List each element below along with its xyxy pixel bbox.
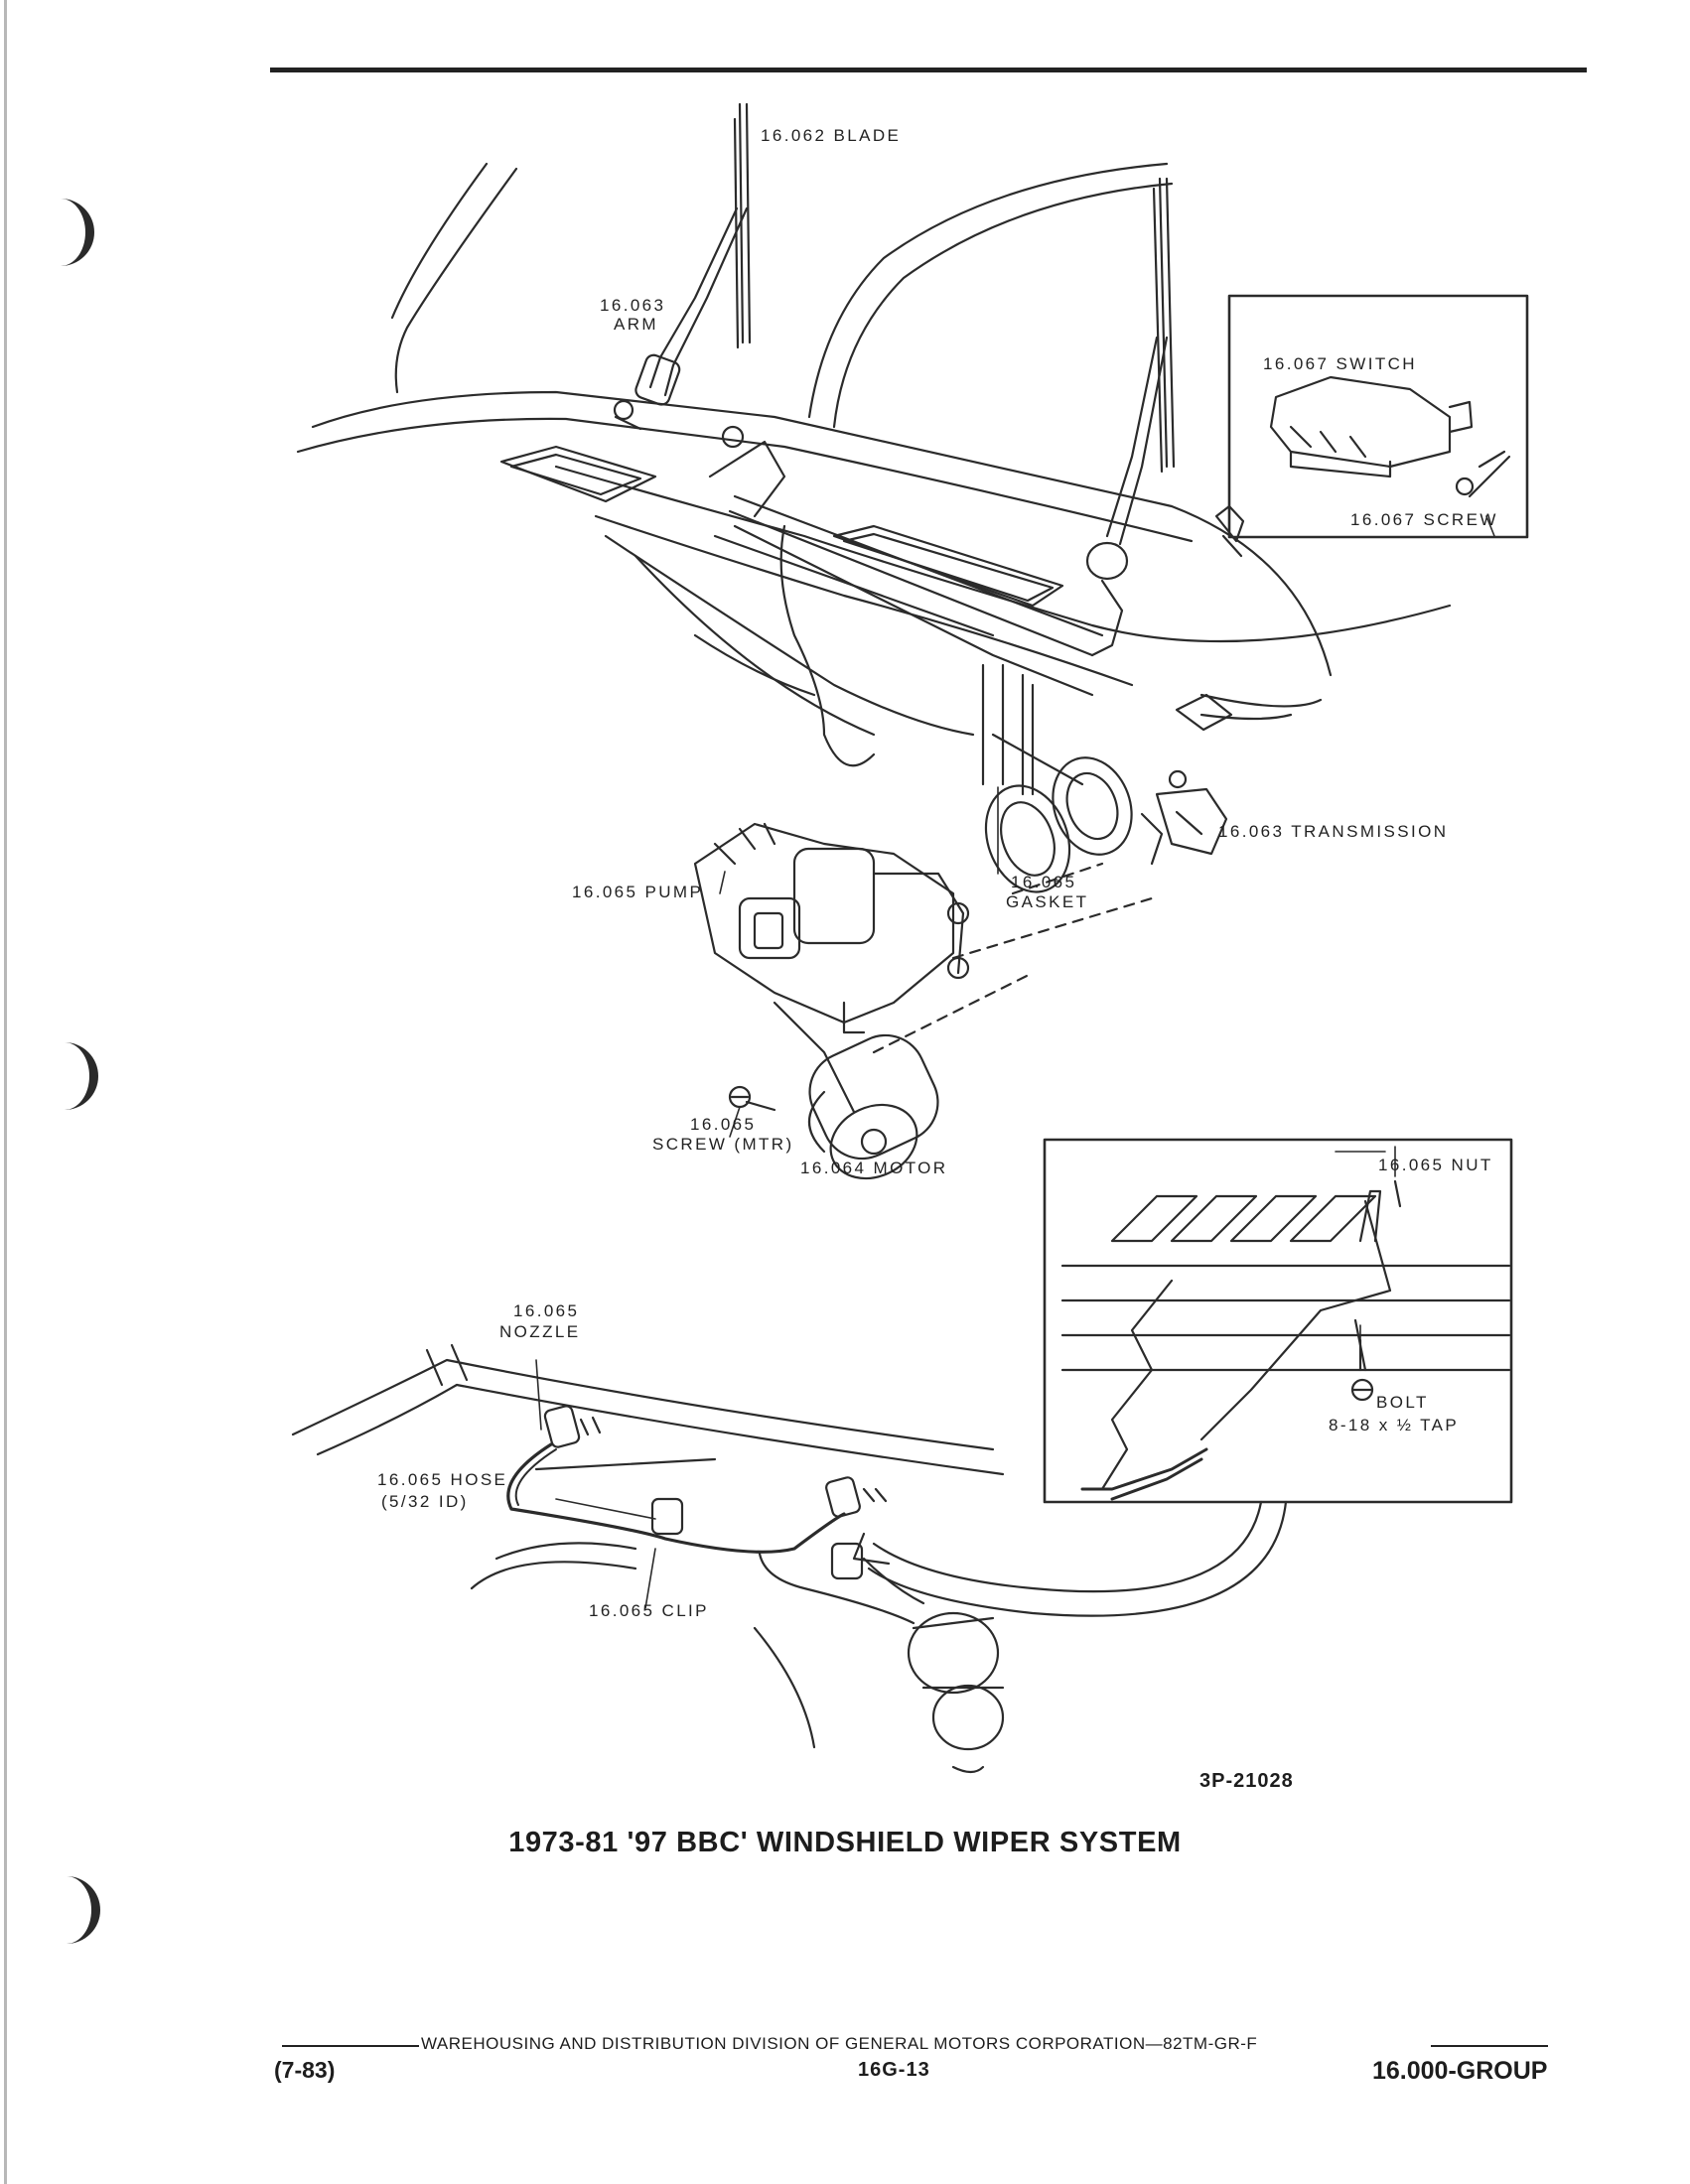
callout-nozzle-name: NOZZLE bbox=[499, 1322, 581, 1341]
transmission-bracket bbox=[1140, 769, 1228, 866]
callout-gasket-name: GASKET bbox=[1006, 892, 1089, 911]
figure-id: 3P-21028 bbox=[1199, 1770, 1294, 1792]
footer-group: 16.000-GROUP bbox=[1372, 2057, 1548, 2085]
callout-bolt-tap: 8-18 x ½ TAP bbox=[1329, 1416, 1460, 1434]
right-blade-and-arm bbox=[1085, 177, 1176, 657]
wiper-system-illustration bbox=[291, 102, 1529, 1774]
drive-shaft bbox=[981, 663, 1084, 796]
wiper-linkage bbox=[708, 425, 1104, 697]
binder-hole-bottom bbox=[54, 1876, 100, 1944]
page-footer: WAREHOUSING AND DISTRIBUTION DIVISION OF… bbox=[274, 2025, 1565, 2095]
callout-clip: 16.065 CLIP bbox=[589, 1601, 709, 1620]
footer-date: (7-83) bbox=[274, 2057, 336, 2083]
motor-screw bbox=[728, 1085, 776, 1112]
footer-rule-right bbox=[1431, 2045, 1548, 2047]
callout-motor-screw-name: SCREW (MTR) bbox=[652, 1135, 794, 1154]
left-blade-and-arm bbox=[613, 102, 752, 431]
nut-bolt-inset bbox=[1043, 1138, 1513, 1504]
pump-motor-assembly bbox=[693, 822, 970, 1180]
nozzle-hose-assembly bbox=[291, 1343, 1005, 1774]
callout-motor-screw-number: 16.065 bbox=[690, 1115, 757, 1134]
top-rule bbox=[270, 68, 1587, 72]
callout-leaders bbox=[535, 786, 1396, 1609]
callout-switch-screw: 16.067 SCREW bbox=[1350, 510, 1498, 529]
callout-arm-name: ARM bbox=[614, 315, 658, 334]
callout-hose-id: (5/32 ID) bbox=[381, 1492, 469, 1511]
callout-bolt: BOLT bbox=[1376, 1393, 1429, 1412]
gaskets bbox=[984, 756, 1133, 893]
footer-rule-left bbox=[282, 2045, 419, 2047]
callout-hose: 16.065 HOSE bbox=[377, 1470, 508, 1489]
switch-inset bbox=[1214, 294, 1529, 558]
callout-nut: 16.065 NUT bbox=[1378, 1156, 1493, 1174]
callout-nozzle-number: 16.065 bbox=[513, 1301, 580, 1320]
binder-hole-top bbox=[48, 199, 94, 266]
footer-division: WAREHOUSING AND DISTRIBUTION DIVISION OF… bbox=[421, 2034, 1258, 2053]
callout-gasket-number: 16.065 bbox=[1011, 873, 1077, 891]
callout-blade: 16.062 BLADE bbox=[761, 126, 902, 145]
callout-arm-number: 16.063 bbox=[600, 296, 666, 315]
callout-motor: 16.064 MOTOR bbox=[800, 1159, 948, 1177]
cab-outline bbox=[296, 162, 1452, 767]
callout-transmission: 16.063 TRANSMISSION bbox=[1218, 822, 1449, 841]
alignment-lines bbox=[872, 862, 1154, 1054]
callout-pump: 16.065 PUMP bbox=[572, 883, 704, 901]
inset-pointer-arrow bbox=[852, 1500, 1288, 1617]
callout-switch: 16.067 SWITCH bbox=[1263, 354, 1417, 373]
page-edge bbox=[4, 0, 7, 2184]
binder-hole-middle bbox=[52, 1042, 98, 1110]
footer-page-number: 16G-13 bbox=[858, 2059, 930, 2081]
figure-caption: 1973-81 '97 BBC' WINDSHIELD WIPER SYSTEM bbox=[508, 1827, 1182, 1858]
cowl-panels bbox=[499, 445, 1233, 732]
